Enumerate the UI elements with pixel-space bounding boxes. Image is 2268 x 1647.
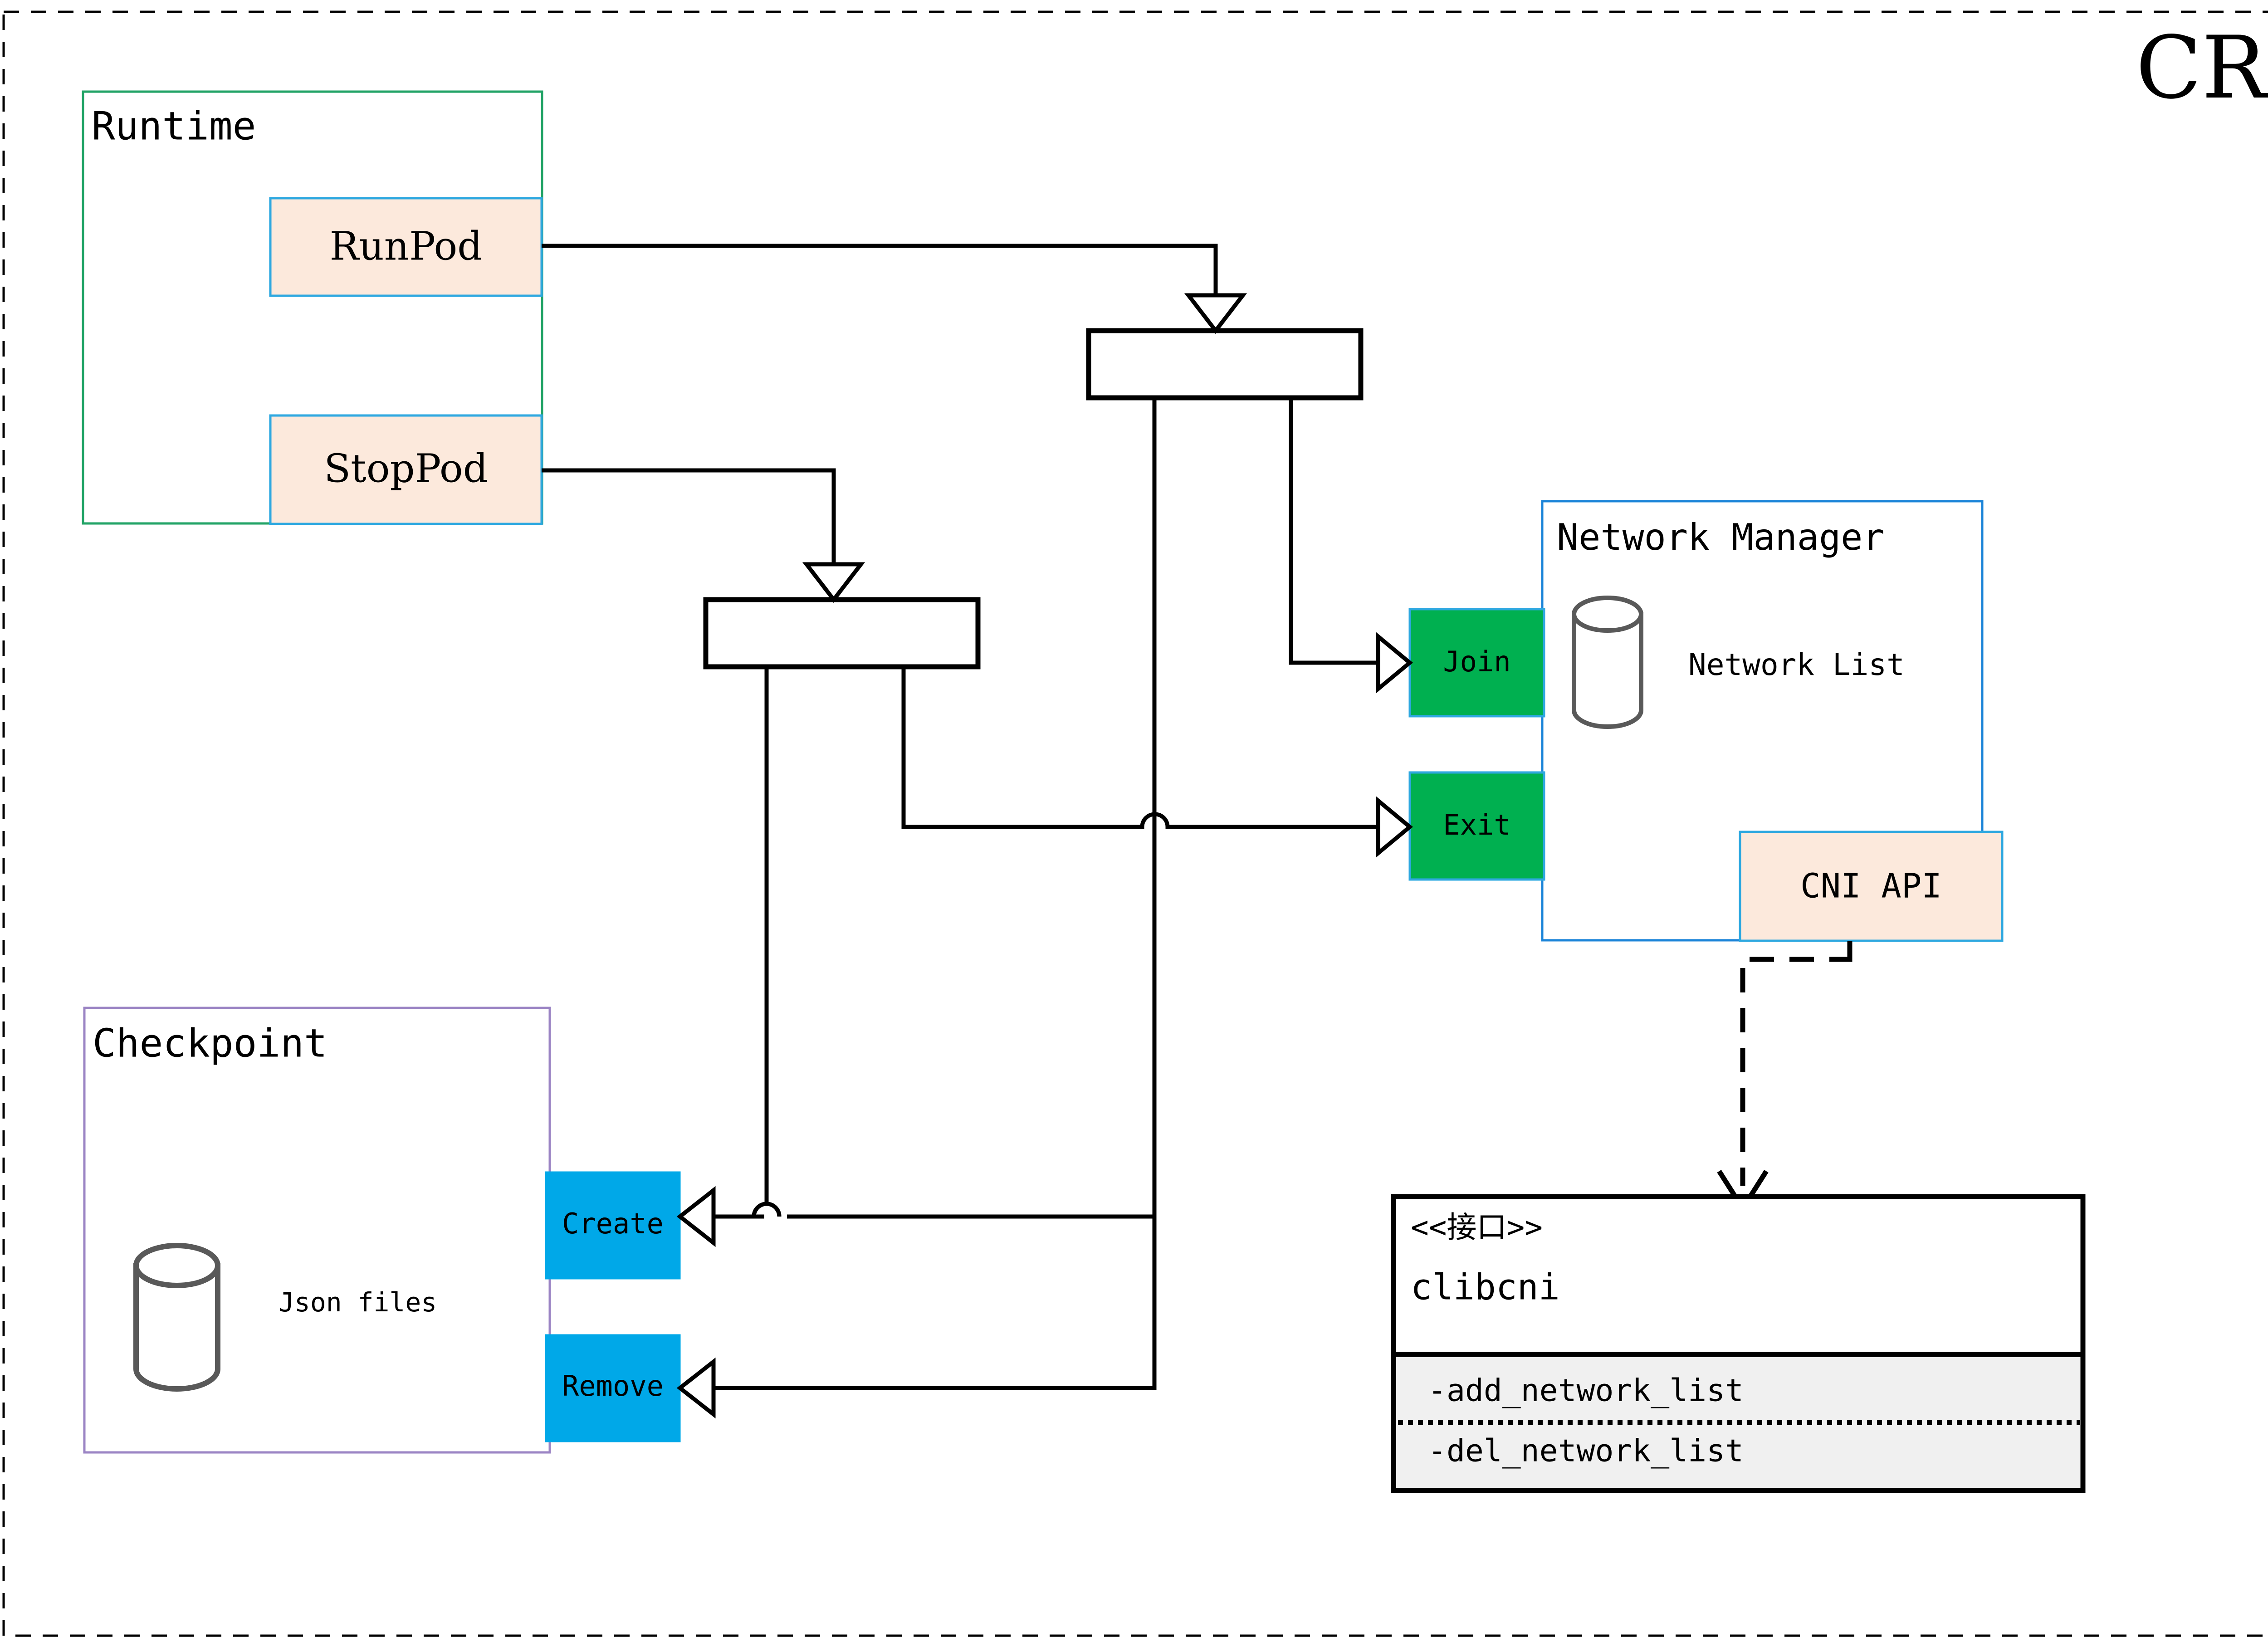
edge-stoppod-to-fork (542, 468, 836, 566)
node-remove[interactable] (545, 1334, 681, 1442)
json-files-cylinder-icon (133, 1243, 220, 1392)
edge-fork-stoppod-right-leg (901, 667, 1380, 829)
node-cni-api-label: CNI API (1800, 867, 1942, 906)
arrowhead-into-fork-runpod (1184, 293, 1247, 334)
json-files-label: Json files (279, 1287, 437, 1318)
node-runpod[interactable] (269, 197, 543, 297)
fork-bar-runpod (1086, 328, 1364, 401)
edge-to-remove (696, 1217, 1157, 1390)
interface-stereotype: <<接口>> (1411, 1210, 1543, 1245)
arrowhead-into-exit (1376, 796, 1413, 858)
arrowhead-into-join (1376, 632, 1413, 694)
node-cni-api[interactable] (1739, 831, 2004, 942)
node-join-label: Join (1443, 645, 1510, 678)
node-runpod-label: RunPod (330, 224, 483, 269)
interface-method-del: -del_network_list (1428, 1433, 1744, 1469)
node-exit[interactable] (1408, 771, 1545, 881)
fork-bar-stoppod (703, 597, 981, 670)
node-create-label: Create (562, 1207, 664, 1240)
interface-name: clibcni (1411, 1267, 1560, 1308)
network-list-label: Network List (1688, 647, 1905, 682)
line-hop-create-arc (752, 1202, 782, 1217)
arrowhead-into-fork-stoppod (802, 562, 865, 603)
runtime-group-label: Runtime (92, 103, 256, 149)
interface-box-outline-overlay (1391, 1194, 2086, 1493)
network-list-cylinder-icon (1572, 596, 1643, 729)
edge-fork-stoppod-left-leg (696, 667, 769, 1219)
connectors (542, 244, 1380, 1390)
node-create[interactable] (545, 1171, 681, 1280)
checkpoint-group-label: Checkpoint (93, 1021, 327, 1066)
node-remove-label: Remove (562, 1369, 664, 1403)
node-stoppod-label: StopPod (324, 446, 488, 492)
arrowhead-into-remove (676, 1357, 716, 1419)
edge-fork-runpod-right-leg (1289, 398, 1380, 665)
node-exit-label: Exit (1443, 808, 1510, 841)
network-manager-group-label: Network Manager (1557, 516, 1884, 558)
edge-runpod-to-fork (542, 244, 1218, 297)
edge-cni-api-to-clibcni (1740, 955, 1853, 1186)
page-title: CRI (2136, 18, 2268, 118)
interface-method-add: -add_network_list (1428, 1373, 1744, 1409)
node-join[interactable] (1408, 608, 1545, 718)
arrowhead-into-create (676, 1186, 716, 1247)
outer-frame (2, 10, 2268, 1637)
